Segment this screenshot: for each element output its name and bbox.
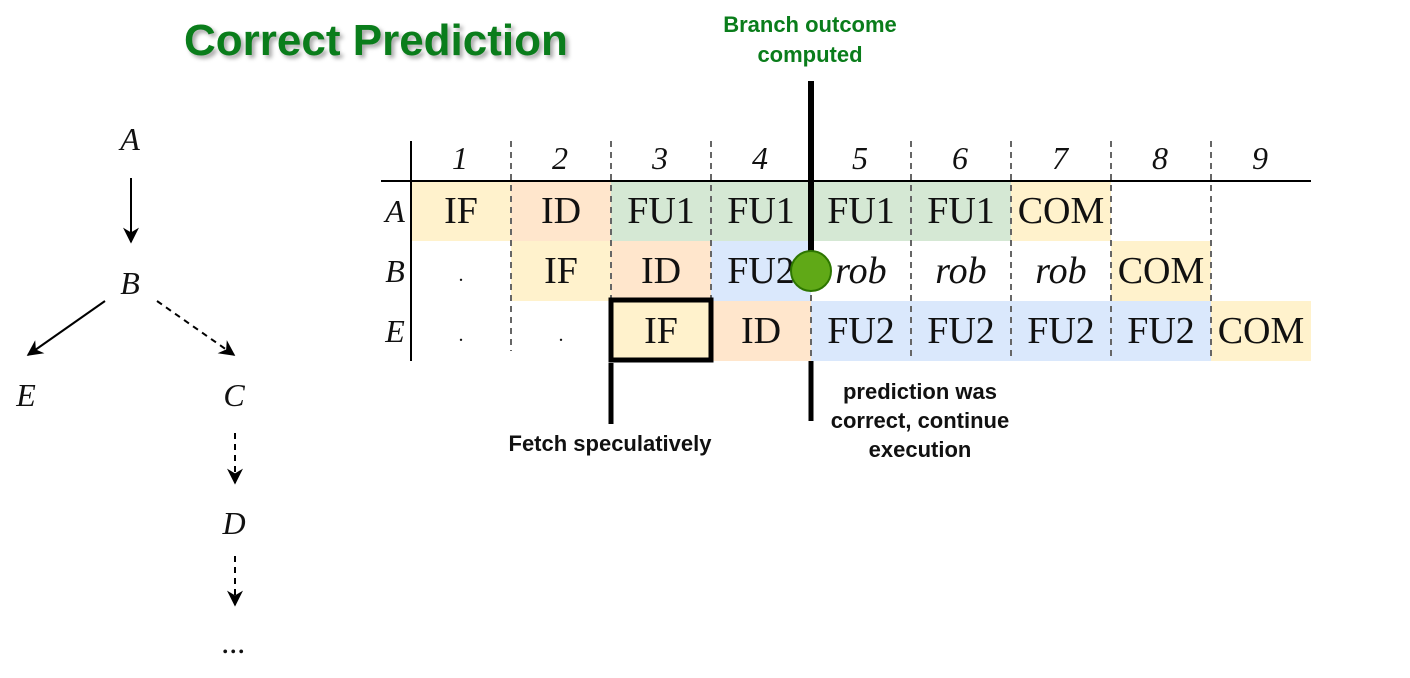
cell-e-9: COM	[1211, 301, 1311, 361]
graph-node-a: A	[120, 121, 140, 157]
column-header-1: 1	[452, 140, 468, 176]
column-header-2: 2	[552, 140, 568, 176]
prediction-note-line1: prediction was	[842, 379, 998, 404]
cell-e-1: .	[458, 323, 464, 346]
cell-a-3: FU1	[611, 181, 711, 241]
row-header-a: A	[385, 192, 405, 229]
cell-e-8: FU2	[1111, 301, 1211, 361]
graph-node-e: E	[16, 377, 36, 413]
cell-e-6: FU2	[911, 301, 1011, 361]
prediction-note-line2: correct, continue	[830, 408, 1010, 433]
cell-b-5: rob	[835, 250, 887, 292]
cell-a-6: FU1	[911, 181, 1011, 241]
branch-label-line1: Branch outcome	[723, 12, 897, 37]
fetch-speculatively-note: Fetch speculatively	[508, 431, 712, 456]
cell-a-7: COM	[1011, 181, 1111, 241]
cell-a-4: FU1	[711, 181, 811, 241]
cell-b-6: rob	[935, 250, 987, 292]
graph-node-more: ...	[222, 624, 246, 660]
column-header-8: 8	[1152, 140, 1168, 176]
graph-node-d: D	[222, 505, 246, 541]
cell-b-3: ID	[611, 241, 711, 301]
prediction-note-line3: execution	[868, 437, 972, 462]
cell-a-2: ID	[511, 181, 611, 241]
cell-e-5: FU2	[811, 301, 911, 361]
column-separators	[510, 141, 1212, 361]
cell-b-7: rob	[1035, 250, 1087, 292]
cell-b-4: FU2	[711, 241, 811, 301]
cell-a-5: FU1	[811, 181, 911, 241]
column-header-9: 9	[1252, 140, 1268, 176]
row-header-e: E	[385, 312, 405, 349]
graph-node-c: C	[223, 377, 245, 413]
cell-e-3: IF	[611, 301, 711, 361]
branch-outcome-label: Branch outcome computed	[700, 10, 920, 70]
cell-e-7: FU2	[1011, 301, 1111, 361]
page-title: Correct Prediction	[184, 16, 568, 65]
cell-a-1: IF	[411, 181, 511, 241]
prediction-correct-note: prediction was correct, continue executi…	[805, 377, 1035, 464]
cell-b-1: .	[458, 263, 464, 286]
branch-label-line2: computed	[757, 42, 863, 67]
column-header-5: 5	[852, 140, 868, 176]
edge-b-c	[156, 300, 236, 356]
column-header-6: 6	[952, 140, 968, 176]
column-header-3: 3	[652, 140, 668, 176]
cell-e-4: ID	[711, 301, 811, 361]
column-header-7: 7	[1052, 140, 1068, 176]
row-header-b: B	[385, 252, 405, 289]
speculative-fetch-box	[608, 297, 714, 363]
column-header-4: 4	[752, 140, 768, 176]
branch-resolved-marker	[790, 250, 832, 292]
cell-b-2: IF	[511, 241, 611, 301]
edge-b-e	[26, 300, 106, 356]
graph-node-b: B	[120, 265, 140, 301]
cell-e-2: .	[558, 323, 564, 346]
cell-b-8: COM	[1111, 241, 1211, 301]
